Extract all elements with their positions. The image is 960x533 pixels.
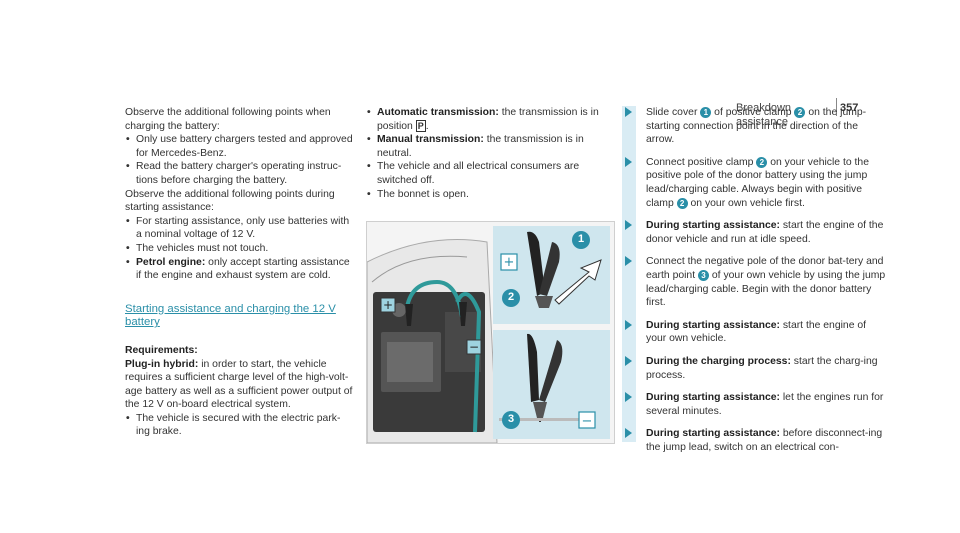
list-item: Petrol engine: only accept starting assi… [125,256,353,283]
park-position-symbol: P [415,119,426,132]
callout-number-2: 2 [756,156,768,168]
step-text: start the charg-ing process. [646,355,878,381]
list-item: The vehicles must not touch. [125,242,353,256]
step-arrow-icon [625,428,632,439]
step-arrow-icon [625,319,632,330]
step-text: before disconnect-ing the jump lead, swi… [646,428,883,453]
svg-text:−: − [469,340,479,354]
callout-3: 3 [508,413,515,425]
step-text: of your own vehicle by using the jump le… [646,269,886,309]
list-item: Only use battery chargers tested and app… [125,133,353,160]
plugin-hybrid-note: Plug-in hybrid: in order to start, the v… [125,358,353,412]
instruction-step: Connect positive clamp 2 on your vehicle… [622,156,886,210]
list-item: The bonnet is open. [366,188,616,202]
requirement-bullets: The vehicle is secured with the electric… [125,412,353,439]
jump-start-illustration: + − + − 1 2 3 [366,221,615,444]
callout-1: 1 [578,233,585,245]
list-item: Read the battery charger's operating ins… [125,160,353,187]
step-arrow-icon [625,220,632,231]
plugin-hybrid-text: in order to start, the vehicle requires … [125,358,353,411]
svg-text:+: + [504,255,515,270]
step-text: on your vehicle to the positive pole of … [646,156,869,209]
step-text: on your own vehicle first. [687,197,805,209]
step-text: Connect the negative pole of the donor b… [646,256,884,281]
automatic-transmission-label: Automatic transmission: [377,107,499,118]
step-arrow-icon [625,355,632,366]
step-label: During starting assistance: [646,220,780,232]
svg-text:+: + [383,298,393,312]
instruction-step: During starting assistance: let the engi… [622,391,886,418]
step-arrow-icon [625,156,632,167]
petrol-engine-label: Petrol engine: [136,256,206,268]
callout-number-2: 2 [794,107,806,118]
automatic-transmission-text: the transmission is in position [377,107,599,132]
step-arrow-icon [625,256,632,267]
instruction-step: During the charging process: start the c… [622,355,886,382]
step-text: of positive clamp [711,107,795,118]
manual-transmission-text: the transmission is in neutral. [377,134,584,159]
instruction-step: During starting assistance: start the en… [622,219,886,246]
section-heading-link[interactable]: Starting assistance and charging the 12 … [125,302,336,329]
step-text: let the engines run for several minutes. [646,392,884,417]
step-text: on the jump-starting connection point in… [646,107,867,146]
manual-transmission-label: Manual transmission: [377,134,484,146]
petrol-engine-text: only accept starting assistance if the e… [136,256,350,282]
instruction-steps: Slide cover 1 of positive clamp 2 on the… [622,106,886,463]
step-label: During starting assistance: [646,319,780,331]
list-item: Automatic transmission: the transmission… [366,106,616,133]
requirements-title: Requirements: [125,344,198,356]
instruction-step: Connect the negative pole of the donor b… [622,255,886,309]
starting-intro: Observe the additional following points … [125,188,335,214]
callout-number-1: 1 [700,107,712,118]
header-divider [836,98,837,116]
section-header-title: Breakdown assistance [736,102,792,128]
list-item: For starting assistance, only use batter… [125,215,353,242]
step-arrow-icon [625,107,632,117]
step-text: Slide cover [646,107,701,118]
callout-2: 2 [508,291,515,303]
starting-bullets: For starting assistance, only use batter… [125,215,353,283]
step-arrow-icon [625,392,632,403]
requirement-bullets-continued: Automatic transmission: the transmission… [366,106,616,201]
list-item: The vehicle is secured with the electric… [125,412,353,439]
step-text: Connect positive clamp [646,156,757,168]
left-column: Observe the additional following points … [125,106,353,439]
charging-bullets: Only use battery chargers tested and app… [125,133,353,187]
list-item: The vehicle and all electrical consumers… [366,160,616,187]
engine-bay-illustration: + − + − [367,222,614,443]
step-text: start the engine of the donor vehicle an… [646,220,884,245]
instruction-step: During starting assistance: before disco… [622,427,886,454]
step-text: start the engine of your own vehicle. [646,319,867,345]
middle-column: Automatic transmission: the transmission… [366,106,624,201]
step-label: During starting assistance: [646,392,780,404]
callout-number-3: 3 [698,269,709,281]
plugin-hybrid-label: Plug-in hybrid: [125,358,199,370]
page-number: 357 [840,102,859,114]
list-item: Manual transmission: the transmission is… [366,133,616,160]
instruction-step: During starting assistance: start the en… [622,319,886,346]
step-label: During the charging process: [646,355,791,367]
charging-intro: Observe the additional following points … [125,107,331,132]
callout-number-2: 2 [676,197,688,209]
step-label: During starting assistance: [646,428,780,440]
instruction-step: Slide cover 1 of positive clamp 2 on the… [622,106,886,147]
svg-text:−: − [582,414,593,429]
